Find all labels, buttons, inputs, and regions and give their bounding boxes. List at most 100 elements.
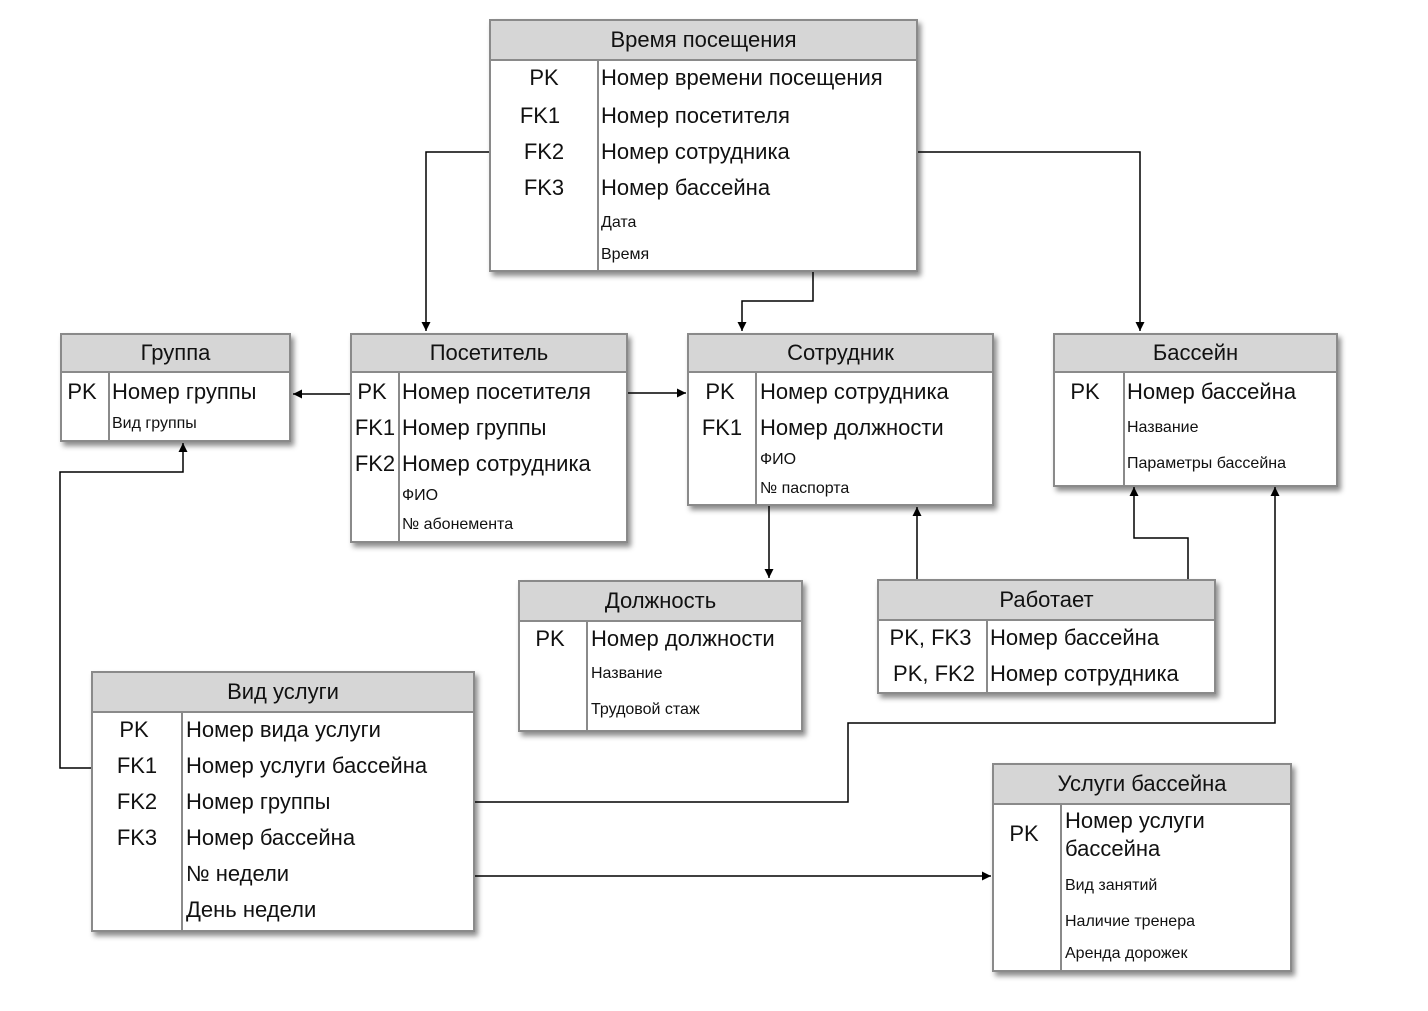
- attr-name: Параметры бассейна: [1127, 455, 1286, 472]
- key-label: FK1: [701, 415, 743, 440]
- attr-row: День недели: [93, 897, 477, 925]
- attr-name: ФИО: [402, 487, 439, 504]
- attr-row: PK Номер сотрудника: [689, 379, 996, 407]
- key-label: PK: [705, 379, 735, 404]
- attr-row: PK Номер посетителя: [352, 379, 630, 407]
- attr-name: Вид группы: [112, 415, 197, 432]
- key-label: FK1: [354, 415, 396, 440]
- attr-row: PK Номер группы: [62, 379, 293, 407]
- attr-name: Номер бассейна: [601, 175, 771, 200]
- attr-row: ФИО: [352, 487, 630, 509]
- attr-row: Параметры бассейна: [1055, 455, 1340, 477]
- entity-posetitel: Посетитель PK Номер посетителя FK1 Номер…: [350, 333, 628, 543]
- key-label: FK2: [116, 789, 158, 814]
- attr-row: FK2 Номер группы: [93, 789, 477, 817]
- attr-name: Номер посетителя: [402, 379, 591, 404]
- attr-name: Номер группы: [112, 379, 257, 404]
- attr-row: PK, FK3 Номер бассейна: [879, 625, 1218, 653]
- link-rabotaet-bassein: [1129, 487, 1189, 579]
- attr-row: PK Номер должности: [520, 626, 805, 654]
- attr-row: FK2 Номер сотрудника: [352, 451, 630, 479]
- key-label: PK, FK3: [889, 625, 972, 650]
- attr-row: FK2 Номер сотрудника: [491, 139, 920, 167]
- attr-name: Номер бассейна: [186, 825, 356, 850]
- entity-title: Услуги бассейна: [994, 765, 1290, 805]
- key-label: PK: [67, 379, 97, 404]
- key-label: FK3: [523, 175, 565, 200]
- key-label: PK, FK2: [893, 661, 975, 686]
- entity-title: Сотрудник: [689, 335, 992, 373]
- link-viduslugi-bassein: [474, 487, 1280, 803]
- attr-row: Дата: [491, 214, 920, 236]
- attr-row: Вид занятий: [994, 877, 1294, 899]
- attr-name: Вид занятий: [1065, 877, 1158, 894]
- attr-row: PK Номер вида услуги: [93, 717, 477, 745]
- attr-name: Номер вида услуги: [186, 717, 381, 742]
- attr-name: № абонемента: [402, 516, 514, 533]
- attr-row: Наличие тренера: [994, 913, 1294, 935]
- entity-title: Бассейн: [1055, 335, 1336, 373]
- attr-name: Название: [1127, 419, 1199, 436]
- key-label: FK1: [519, 103, 561, 128]
- entity-title: Время посещения: [491, 21, 916, 61]
- entity-bassein: Бассейн PK Номер бассейна Название Парам…: [1053, 333, 1338, 487]
- attr-name: № недели: [186, 861, 290, 886]
- attr-row: Время: [491, 246, 920, 268]
- attr-name: Номер группы: [402, 415, 547, 440]
- key-label: PK: [1009, 821, 1039, 846]
- attr-name: № паспорта: [760, 480, 850, 497]
- attr-row: № паспорта: [689, 480, 996, 502]
- entity-vremya-posescheniya: Время посещения PK Номер времени посещен…: [489, 19, 918, 272]
- key-label: PK: [535, 626, 565, 651]
- attr-name: Номер бассейна: [1127, 379, 1297, 404]
- key-label: PK: [529, 65, 559, 90]
- attr-name: День недели: [186, 897, 317, 922]
- key-label: PK: [119, 717, 149, 742]
- entity-title: Работает: [879, 581, 1214, 621]
- attr-row: PK Номер бассейна: [1055, 379, 1340, 407]
- attr-row: ФИО: [689, 451, 996, 473]
- attr-row: PK: [994, 821, 1294, 849]
- attr-row: Трудовой стаж: [520, 701, 805, 723]
- attr-name: Трудовой стаж: [591, 701, 700, 718]
- entity-title: Группа: [62, 335, 289, 373]
- key-label: PK: [357, 379, 387, 404]
- entity-sotrudnik: Сотрудник PK Номер сотрудника FK1 Номер …: [687, 333, 994, 506]
- key-label: FK2: [354, 451, 396, 476]
- link-vremya-posetitel: [421, 151, 489, 331]
- link-vremya-sotrudnik: [737, 272, 814, 331]
- entity-rabotaet: Работает PK, FK3 Номер бассейна PK, FK2 …: [877, 579, 1216, 694]
- key-label: FK2: [523, 139, 565, 164]
- attr-row: Название: [520, 665, 805, 687]
- attr-name: Время: [601, 246, 650, 263]
- attr-row: Вид группы: [62, 415, 293, 437]
- attr-row: № недели: [93, 861, 477, 889]
- key-label: FK1: [116, 753, 158, 778]
- attr-name: Название: [591, 665, 663, 682]
- attr-name: Аренда дорожек: [1065, 945, 1188, 962]
- attr-name: Номер сотрудника: [402, 451, 591, 476]
- attr-name: Номер бассейна: [990, 625, 1160, 650]
- key-label: PK: [1070, 379, 1100, 404]
- attr-name: Номер сотрудника: [760, 379, 949, 404]
- attr-name: Наличие тренера: [1065, 913, 1195, 930]
- entity-title: Посетитель: [352, 335, 626, 373]
- attr-name: Дата: [601, 214, 637, 231]
- attr-row: FK1 Номер посетителя: [491, 103, 920, 131]
- attr-row: FK1 Номер группы: [352, 415, 630, 443]
- link-viduslugi-gruppa: [59, 443, 188, 769]
- entity-dolzhnost: Должность PK Номер должности Название Тр…: [518, 580, 803, 732]
- attr-row: № абонемента: [352, 516, 630, 538]
- key-label: FK3: [116, 825, 158, 850]
- attr-name: ФИО: [760, 451, 797, 468]
- attr-row: FK3 Номер бассейна: [491, 175, 920, 203]
- attr-row: FK3 Номер бассейна: [93, 825, 477, 853]
- entity-vid-uslugi: Вид услуги PK Номер вида услуги FK1 Номе…: [91, 671, 475, 932]
- attr-name: Номер услуги бассейна: [1065, 808, 1205, 861]
- attr-name: Номер должности: [760, 415, 944, 440]
- attr-row: Название: [1055, 419, 1340, 441]
- attr-row: FK1 Номер услуги бассейна: [93, 753, 477, 781]
- attr-row-multiline: Номер услуги бассейна: [1065, 807, 1275, 867]
- link-vremya-bassein: [917, 151, 1145, 331]
